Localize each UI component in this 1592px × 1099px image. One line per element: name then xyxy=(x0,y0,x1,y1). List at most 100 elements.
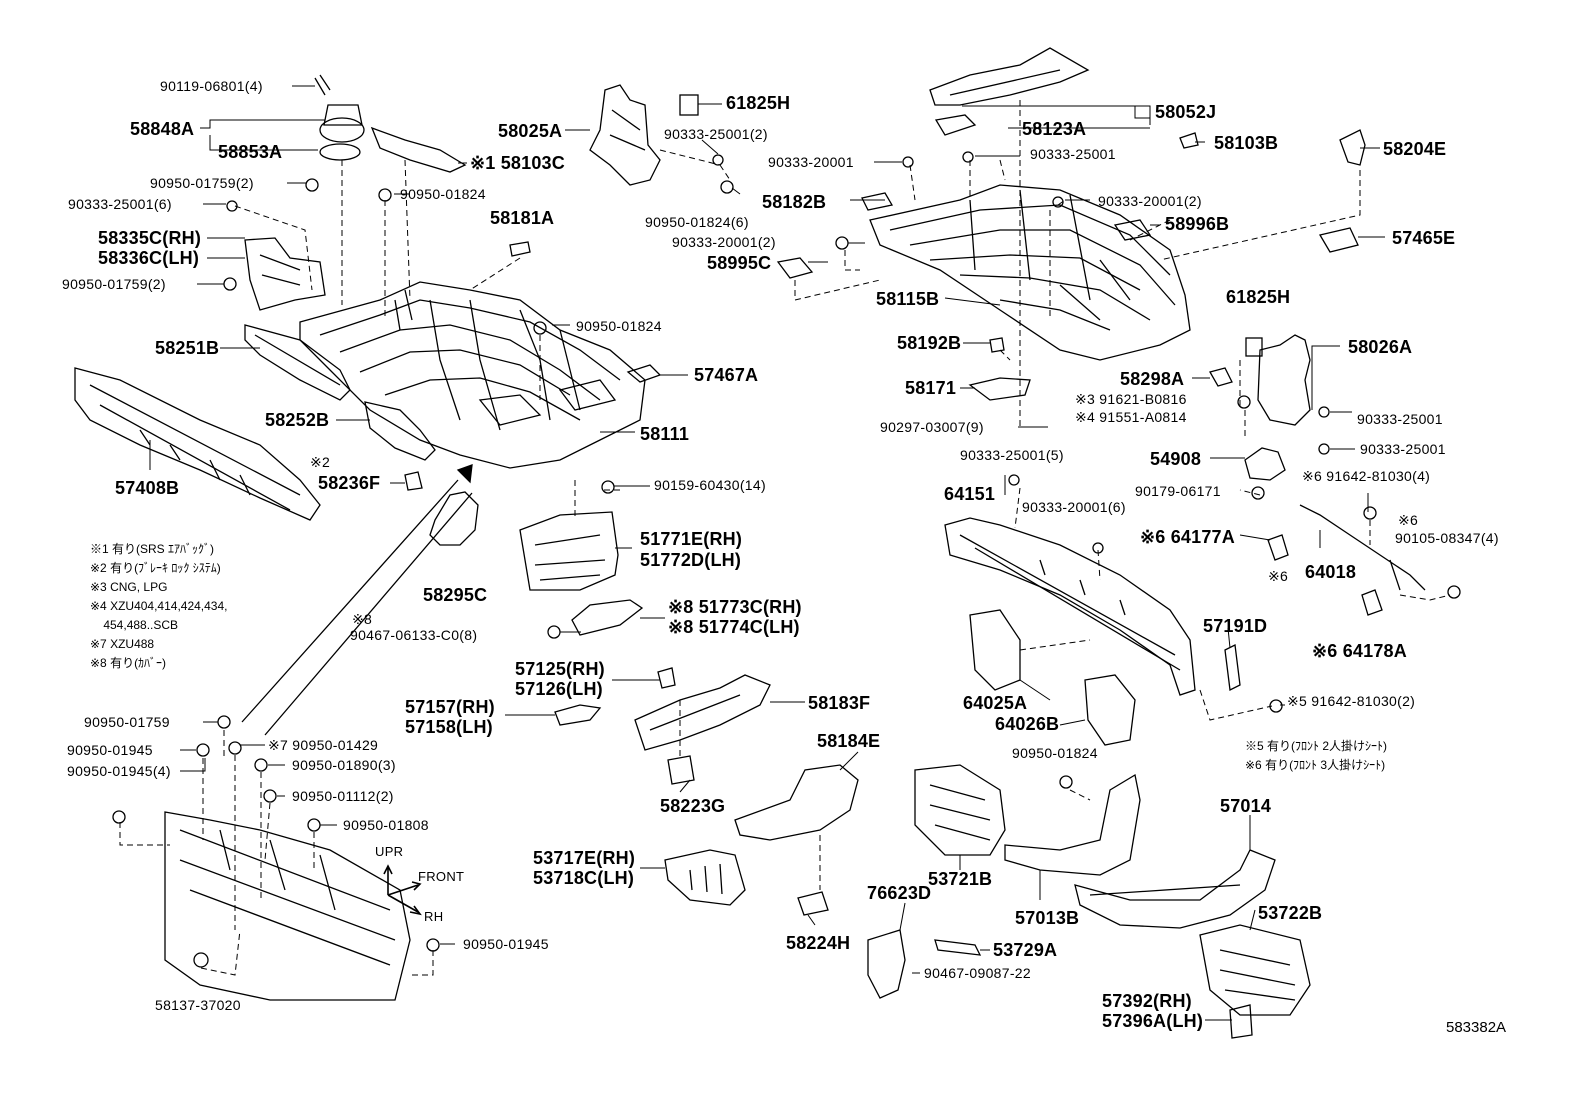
label-57465E: 57465E xyxy=(1392,228,1456,248)
part-57014 xyxy=(1074,849,1276,929)
label-91621-B0816: ※3 91621-B0816 xyxy=(1075,391,1187,407)
part-57191D xyxy=(1224,644,1241,691)
label-90333-20001: 90333-20001 xyxy=(768,154,854,170)
part-58052J xyxy=(929,47,1090,106)
label-51774C: ※8 51774C(LH) xyxy=(668,617,800,637)
part-54908 xyxy=(1244,447,1286,481)
part-58335C xyxy=(244,237,326,311)
label-note6-mark-b: ※6 xyxy=(1268,568,1289,584)
part-64026B xyxy=(1084,674,1136,746)
part-51771E xyxy=(519,511,619,591)
label-90950-01824-6: 90950-01824(6) xyxy=(645,214,749,230)
label-90333-25001e: 90333-25001 xyxy=(1360,441,1446,457)
orientation-axes xyxy=(383,864,422,916)
part-61825H-b xyxy=(1245,337,1263,357)
part-58103B xyxy=(1179,132,1199,149)
part-51773C xyxy=(571,599,644,636)
part-58103C xyxy=(370,126,467,173)
label-58848A: 58848A xyxy=(130,119,195,139)
label-90333-20001-2: 90333-20001(2) xyxy=(672,234,776,250)
reference-number: 583382A xyxy=(1446,1019,1507,1036)
label-90159-60430: 90159-60430(14) xyxy=(654,477,766,493)
part-58995C xyxy=(776,257,814,279)
part-64178A xyxy=(1361,589,1383,616)
label-58184E: 58184E xyxy=(817,731,881,751)
label-90950-01945b: 90950-01945 xyxy=(463,936,549,952)
label-57013B: 57013B xyxy=(1015,908,1080,928)
label-64018: 64018 xyxy=(1305,562,1357,582)
part-53717E xyxy=(664,849,746,906)
label-51773C: ※8 51773C(RH) xyxy=(668,597,802,617)
label-58123A: 58123A xyxy=(1022,119,1087,139)
label-58335C: 58335C(RH) xyxy=(98,228,202,248)
leader-lines xyxy=(149,85,1385,1021)
floor-panel-58111 xyxy=(299,281,646,469)
part-58298A xyxy=(1209,367,1233,387)
label-90950-01759c: 90950-01759 xyxy=(84,714,170,730)
label-51771E: 51771E(RH) xyxy=(640,529,743,549)
label-90333-25001d: 90333-25001 xyxy=(1357,411,1443,427)
label-53721B: 53721B xyxy=(928,869,993,889)
label-54908: 54908 xyxy=(1150,449,1202,469)
label-90297-03007: 90297-03007(9) xyxy=(880,419,984,435)
label-90950-01429: ※7 90950-01429 xyxy=(268,737,379,753)
part-58848A xyxy=(314,74,365,161)
label-57396A: 57396A(LH) xyxy=(1102,1011,1204,1031)
label-58295C: 58295C xyxy=(423,585,488,605)
label-front: FRONT xyxy=(418,869,465,884)
part-57465E xyxy=(1318,227,1359,253)
label-58251B: 58251B xyxy=(155,338,220,358)
label-90950-01824c: 90950-01824 xyxy=(1012,745,1098,761)
part-57013B xyxy=(1004,773,1141,876)
label-64151: 64151 xyxy=(944,484,996,504)
label-90333-20001-6: 90333-20001(6) xyxy=(1022,499,1126,515)
fasteners xyxy=(112,151,1461,968)
label-upr: UPR xyxy=(375,844,404,859)
label-53729A: 53729A xyxy=(993,940,1058,960)
part-58236F xyxy=(404,471,423,491)
label-90333-25001c: 90333-25001 xyxy=(1030,146,1116,162)
label-64025A: 64025A xyxy=(963,693,1028,713)
part-64177A xyxy=(1267,534,1289,561)
part-58192B xyxy=(989,337,1005,353)
label-58115B: 58115B xyxy=(876,289,940,309)
label-57408B: 57408B xyxy=(115,478,180,498)
label-53717E: 53717E(RH) xyxy=(533,848,636,868)
part-53729A xyxy=(934,939,982,956)
label-61825H: 61825H xyxy=(726,93,791,113)
direction-arrow xyxy=(241,464,473,736)
label-64026B: 64026B xyxy=(995,714,1060,734)
part-58184E xyxy=(734,764,859,841)
label-58298A: 58298A xyxy=(1120,369,1185,389)
label-57191D: 57191D xyxy=(1203,616,1268,636)
label-90950-01808: 90950-01808 xyxy=(343,817,429,833)
label-note6-mark-a: ※6 xyxy=(1398,512,1419,528)
part-57125 xyxy=(657,667,676,689)
label-58052J: 58052J xyxy=(1155,102,1217,122)
label-90179-06171: 90179-06171 xyxy=(1135,483,1221,499)
label-90950-01890: 90950-01890(3) xyxy=(292,757,396,773)
label-58137-37020: 58137-37020 xyxy=(155,997,241,1013)
label-58182B: 58182B xyxy=(762,192,827,212)
label-58204E: 58204E xyxy=(1383,139,1447,159)
part-58025A xyxy=(589,84,661,186)
label-90333-25001: 90333-25001(6) xyxy=(68,196,172,212)
label-58224H: 58224H xyxy=(786,933,851,953)
part-58996B xyxy=(1113,219,1152,241)
part-58182B xyxy=(861,192,894,211)
label-58996B: 58996B xyxy=(1165,214,1230,234)
label-91642-81030-4: ※6 91642-81030(4) xyxy=(1302,468,1431,484)
label-rh: RH xyxy=(424,909,444,924)
label-58111: 58111 xyxy=(640,424,690,444)
part-76623D xyxy=(867,929,906,999)
label-58252B: 58252B xyxy=(265,410,330,430)
floor-panel-58115B xyxy=(869,184,1191,361)
label-57125: 57125(RH) xyxy=(515,659,605,679)
label-58103B: 58103B xyxy=(1214,133,1279,153)
part-58181A xyxy=(509,241,531,257)
label-58192B: 58192B xyxy=(897,333,962,353)
part-57157 xyxy=(554,704,602,726)
label-90950-01759: 90950-01759(2) xyxy=(150,175,254,191)
cross-member-58251B xyxy=(244,324,351,401)
